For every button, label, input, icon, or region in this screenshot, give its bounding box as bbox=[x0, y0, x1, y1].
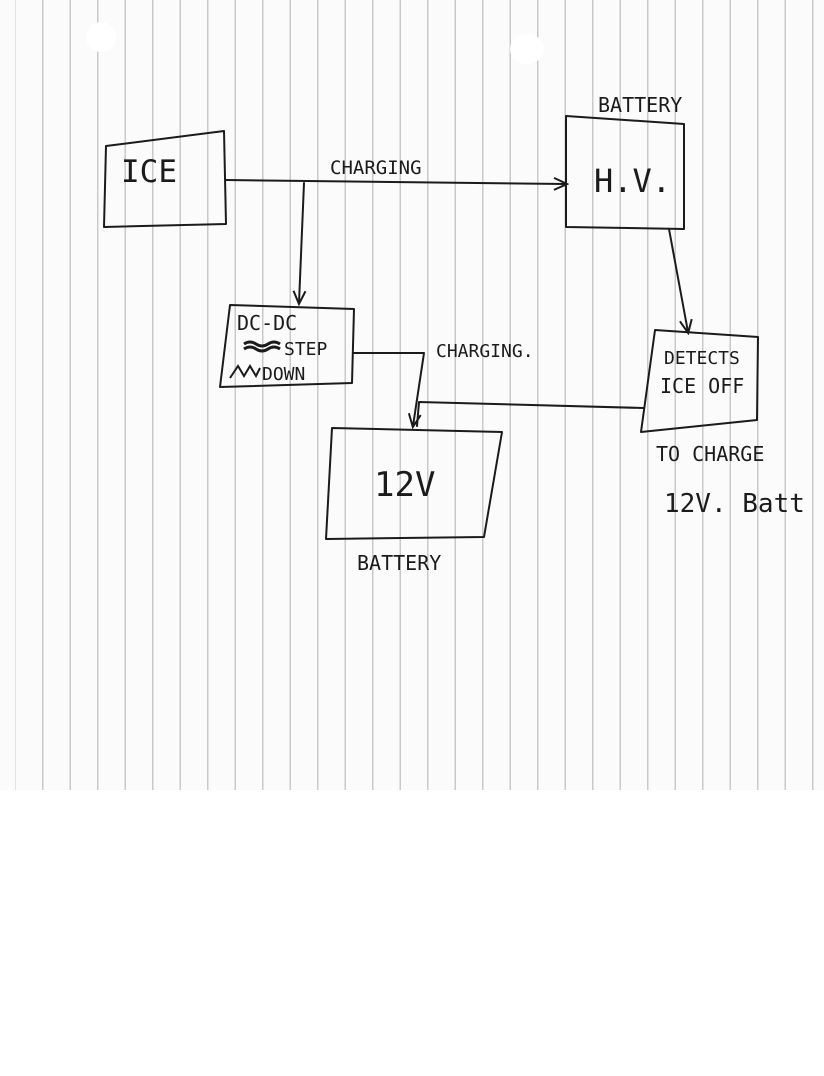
dcdc-line3: DOWN bbox=[262, 364, 305, 385]
edge-ice-to-dcdc bbox=[299, 182, 304, 303]
battery-12v-caption: BATTERY bbox=[357, 551, 441, 575]
dcdc-line2: STEP bbox=[284, 339, 328, 360]
edge-label-charging-2: CHARGING. bbox=[436, 341, 534, 362]
battery-12v-label: 12V bbox=[374, 465, 435, 505]
note-line2: 12V. Batt bbox=[664, 489, 805, 519]
dcdc-line1: DC-DC bbox=[237, 311, 297, 335]
detects-node: DETECTS ICE OFF bbox=[640, 329, 759, 433]
note-line1: TO CHARGE bbox=[656, 442, 764, 466]
hv-battery-caption: BATTERY bbox=[598, 93, 682, 117]
edge-label-charging-1: CHARGING bbox=[330, 157, 422, 179]
scribble-mark bbox=[229, 364, 261, 379]
hv-battery-node: BATTERY H.V. bbox=[565, 93, 685, 230]
dcdc-box bbox=[219, 304, 355, 388]
battery-12v-box bbox=[325, 427, 503, 540]
edge-ice-to-hv: CHARGING bbox=[225, 157, 566, 184]
arrow-dcdc-to-12v bbox=[353, 352, 425, 426]
blank-page-area bbox=[0, 790, 824, 1076]
arrow-detects-to-12v bbox=[416, 401, 644, 427]
side-note: TO CHARGE 12V. Batt bbox=[656, 442, 805, 519]
edge-hv-to-detects bbox=[668, 228, 688, 332]
detects-line2: ICE OFF bbox=[660, 374, 744, 398]
binder-hole bbox=[510, 34, 544, 64]
binder-hole bbox=[86, 22, 116, 52]
arrow-hv-to-detects bbox=[668, 228, 688, 332]
detects-box bbox=[640, 329, 759, 433]
detects-line1: DETECTS bbox=[664, 348, 740, 369]
edge-detects-to-12v bbox=[416, 401, 644, 427]
scribble-mark bbox=[243, 340, 281, 353]
edge-dcdc-to-12v: CHARGING. bbox=[353, 341, 534, 426]
arrow-ice-to-hv bbox=[225, 180, 566, 184]
battery-12v-node: 12V BATTERY bbox=[325, 427, 503, 575]
block-diagram: ICE BATTERY H.V. DC-DC STEP DOWN DETECTS… bbox=[103, 93, 805, 575]
hv-battery-label: H.V. bbox=[594, 162, 671, 200]
dcdc-node: DC-DC STEP DOWN bbox=[219, 304, 355, 388]
ice-label: ICE bbox=[121, 154, 177, 190]
ice-node: ICE bbox=[103, 130, 227, 228]
notebook-paper bbox=[0, 0, 824, 790]
ice-box bbox=[103, 130, 227, 228]
arrow-ice-to-dcdc bbox=[299, 182, 304, 303]
